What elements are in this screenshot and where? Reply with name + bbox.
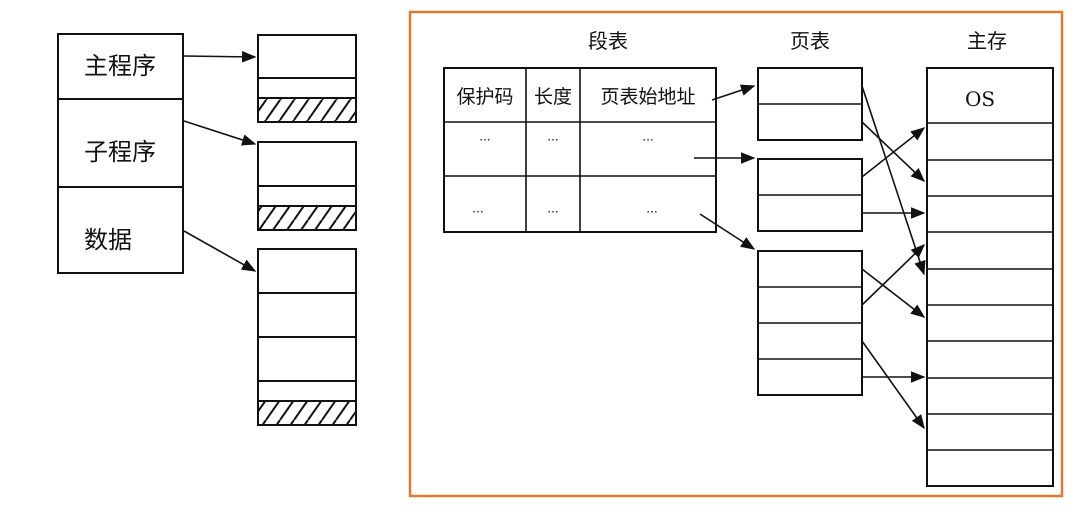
page-block: [257, 185, 357, 207]
arrow: [861, 127, 926, 178]
table-cell: ···: [642, 133, 653, 147]
arrow: [711, 84, 756, 101]
page-block: [257, 141, 357, 187]
arrow: [183, 51, 257, 63]
header-protection-code: 保护码: [456, 86, 513, 108]
segment-paging-frame: [408, 10, 1064, 498]
table-cell: ···: [547, 133, 558, 147]
arrow: [861, 268, 926, 318]
segment-main-program-label: 主程序: [84, 52, 156, 80]
header-page-table-start: 页表始地址: [600, 86, 695, 108]
header-length: 长度: [534, 86, 572, 108]
segment-main-program: [57, 33, 184, 100]
segment-to-pagetable-arrows: [694, 84, 756, 250]
data-pages: [257, 248, 357, 426]
page-block: [257, 292, 357, 338]
internal-fragment: [257, 97, 357, 123]
segment-page-blocks: [257, 34, 357, 426]
table-cell: ···: [547, 205, 558, 219]
segment-table-title: 段表: [588, 29, 628, 53]
page-block: [257, 380, 357, 402]
arrow: [861, 340, 925, 430]
arrow: [183, 230, 257, 272]
page-block: [257, 248, 357, 294]
arrow: [699, 213, 756, 250]
pagetable-to-memory-arrows: [861, 85, 926, 430]
os-label: OS: [965, 87, 995, 111]
main-program-pages: [257, 34, 357, 123]
page-block: [257, 34, 357, 79]
main-memory-border: [926, 67, 1054, 487]
program-segment-stack: 主程序 子程序 数据: [57, 33, 184, 274]
arrow: [861, 85, 926, 276]
segment-table: 保护码 长度 页表始地址 ··· ··· ··· ··· ··· ···: [443, 67, 717, 233]
segment-data-label: 数据: [84, 226, 132, 254]
page-block: [257, 336, 357, 382]
table-cell: ···: [479, 133, 490, 147]
arrow: [861, 243, 926, 306]
page-table-1: [757, 67, 863, 141]
page-tables: [757, 67, 863, 396]
segment-to-page-arrows: [183, 51, 257, 272]
internal-fragment: [257, 400, 357, 426]
page-table-3: [757, 250, 863, 396]
arrow: [183, 120, 257, 146]
segment-subprogram: [57, 98, 184, 188]
main-memory-title: 主存: [967, 29, 1007, 53]
table-cell: ···: [646, 205, 657, 219]
internal-fragment: [257, 205, 357, 231]
table-cell: ···: [472, 205, 483, 219]
main-memory: OS: [926, 67, 1054, 487]
segment-subprogram-label: 子程序: [84, 138, 156, 166]
segment-data: [57, 186, 184, 274]
page-table-2: [757, 158, 863, 232]
subprogram-pages: [257, 141, 357, 231]
page-table-title: 页表: [790, 29, 830, 53]
page-block: [257, 77, 357, 99]
